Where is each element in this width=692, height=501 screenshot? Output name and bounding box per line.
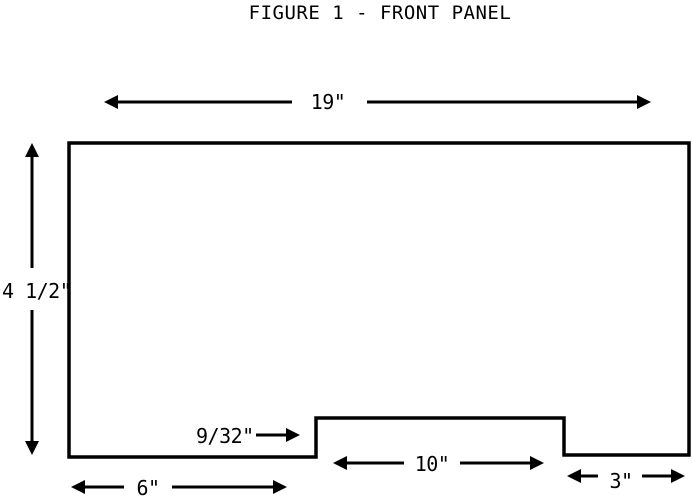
height-dimension: 4 1/2" bbox=[2, 143, 72, 455]
arrowhead-right-icon bbox=[273, 480, 287, 494]
arrowhead-left-icon bbox=[567, 469, 581, 483]
height-label: 4 1/2" bbox=[2, 279, 71, 303]
right-segment-dimension: 3" bbox=[567, 469, 685, 493]
notch-depth-label: 9/32" bbox=[196, 424, 254, 448]
arrowhead-down-icon bbox=[25, 441, 39, 455]
left-segment-label: 6" bbox=[136, 476, 159, 500]
arrowhead-right-icon bbox=[637, 95, 651, 109]
overall-width-label: 19" bbox=[311, 90, 346, 114]
notch-depth-dimension: 9/32" bbox=[196, 424, 300, 448]
figure-title: FIGURE 1 - FRONT PANEL bbox=[249, 2, 512, 24]
overall-width-dimension: 19" bbox=[104, 90, 651, 114]
arrowhead-left-icon bbox=[333, 456, 347, 470]
notch-width-dimension: 10" bbox=[333, 452, 544, 476]
notch-width-label: 10" bbox=[415, 452, 450, 476]
arrowhead-right-icon bbox=[671, 469, 685, 483]
arrowhead-left-icon bbox=[104, 95, 118, 109]
left-segment-dimension: 6" bbox=[71, 476, 287, 500]
panel-outline bbox=[67, 141, 691, 459]
arrowhead-right-icon bbox=[286, 428, 300, 442]
arrowhead-up-icon bbox=[25, 143, 39, 157]
arrowhead-left-icon bbox=[71, 480, 85, 494]
right-segment-label: 3" bbox=[609, 469, 632, 493]
arrowhead-right-icon bbox=[530, 456, 544, 470]
